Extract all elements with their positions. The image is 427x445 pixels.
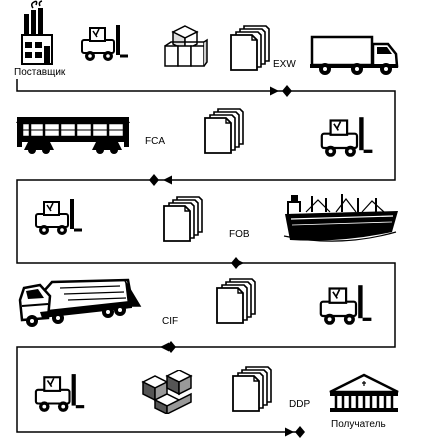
supplier-label: Поставщик (14, 67, 66, 78)
exw-label: EXW (273, 59, 296, 70)
factory-icon (21, 0, 53, 65)
flow-lines (16, 79, 396, 433)
railway-wagon-icon (16, 117, 130, 154)
cargo-boxes-icon (142, 370, 192, 414)
documents-icon (216, 278, 256, 324)
ddp-label: DDP (289, 399, 311, 410)
arrow-head (163, 175, 172, 185)
transfer-diamond (295, 426, 305, 438)
forklift-icon (80, 23, 129, 63)
fob-label: FOB (229, 229, 250, 240)
forklift-icon (319, 283, 374, 327)
documents-icon (230, 25, 270, 71)
documents-icon (232, 366, 272, 412)
cif-label: CIF (162, 316, 179, 327)
cargo-ship-icon (283, 194, 398, 242)
truck-icon (310, 35, 399, 75)
cargo-boxes-icon (164, 25, 208, 67)
forklift-icon (34, 372, 86, 414)
arrow-head (285, 427, 294, 437)
documents-icon (204, 108, 244, 154)
transfer-points (149, 85, 305, 438)
fca-label: FCA (145, 136, 165, 147)
transfer-diamond (166, 341, 176, 353)
warehouse-building-icon (329, 373, 399, 412)
transfer-diamond (149, 174, 159, 186)
documents-icon (163, 196, 203, 242)
arrow-head (270, 86, 279, 96)
receiver-label: Получатель (331, 419, 386, 430)
forklift-icon (34, 197, 83, 237)
semi-truck-icon (18, 278, 142, 327)
forklift-icon (320, 115, 374, 159)
transfer-diamond (231, 257, 241, 269)
arrow-head (160, 342, 169, 352)
transfer-diamond (282, 85, 292, 97)
